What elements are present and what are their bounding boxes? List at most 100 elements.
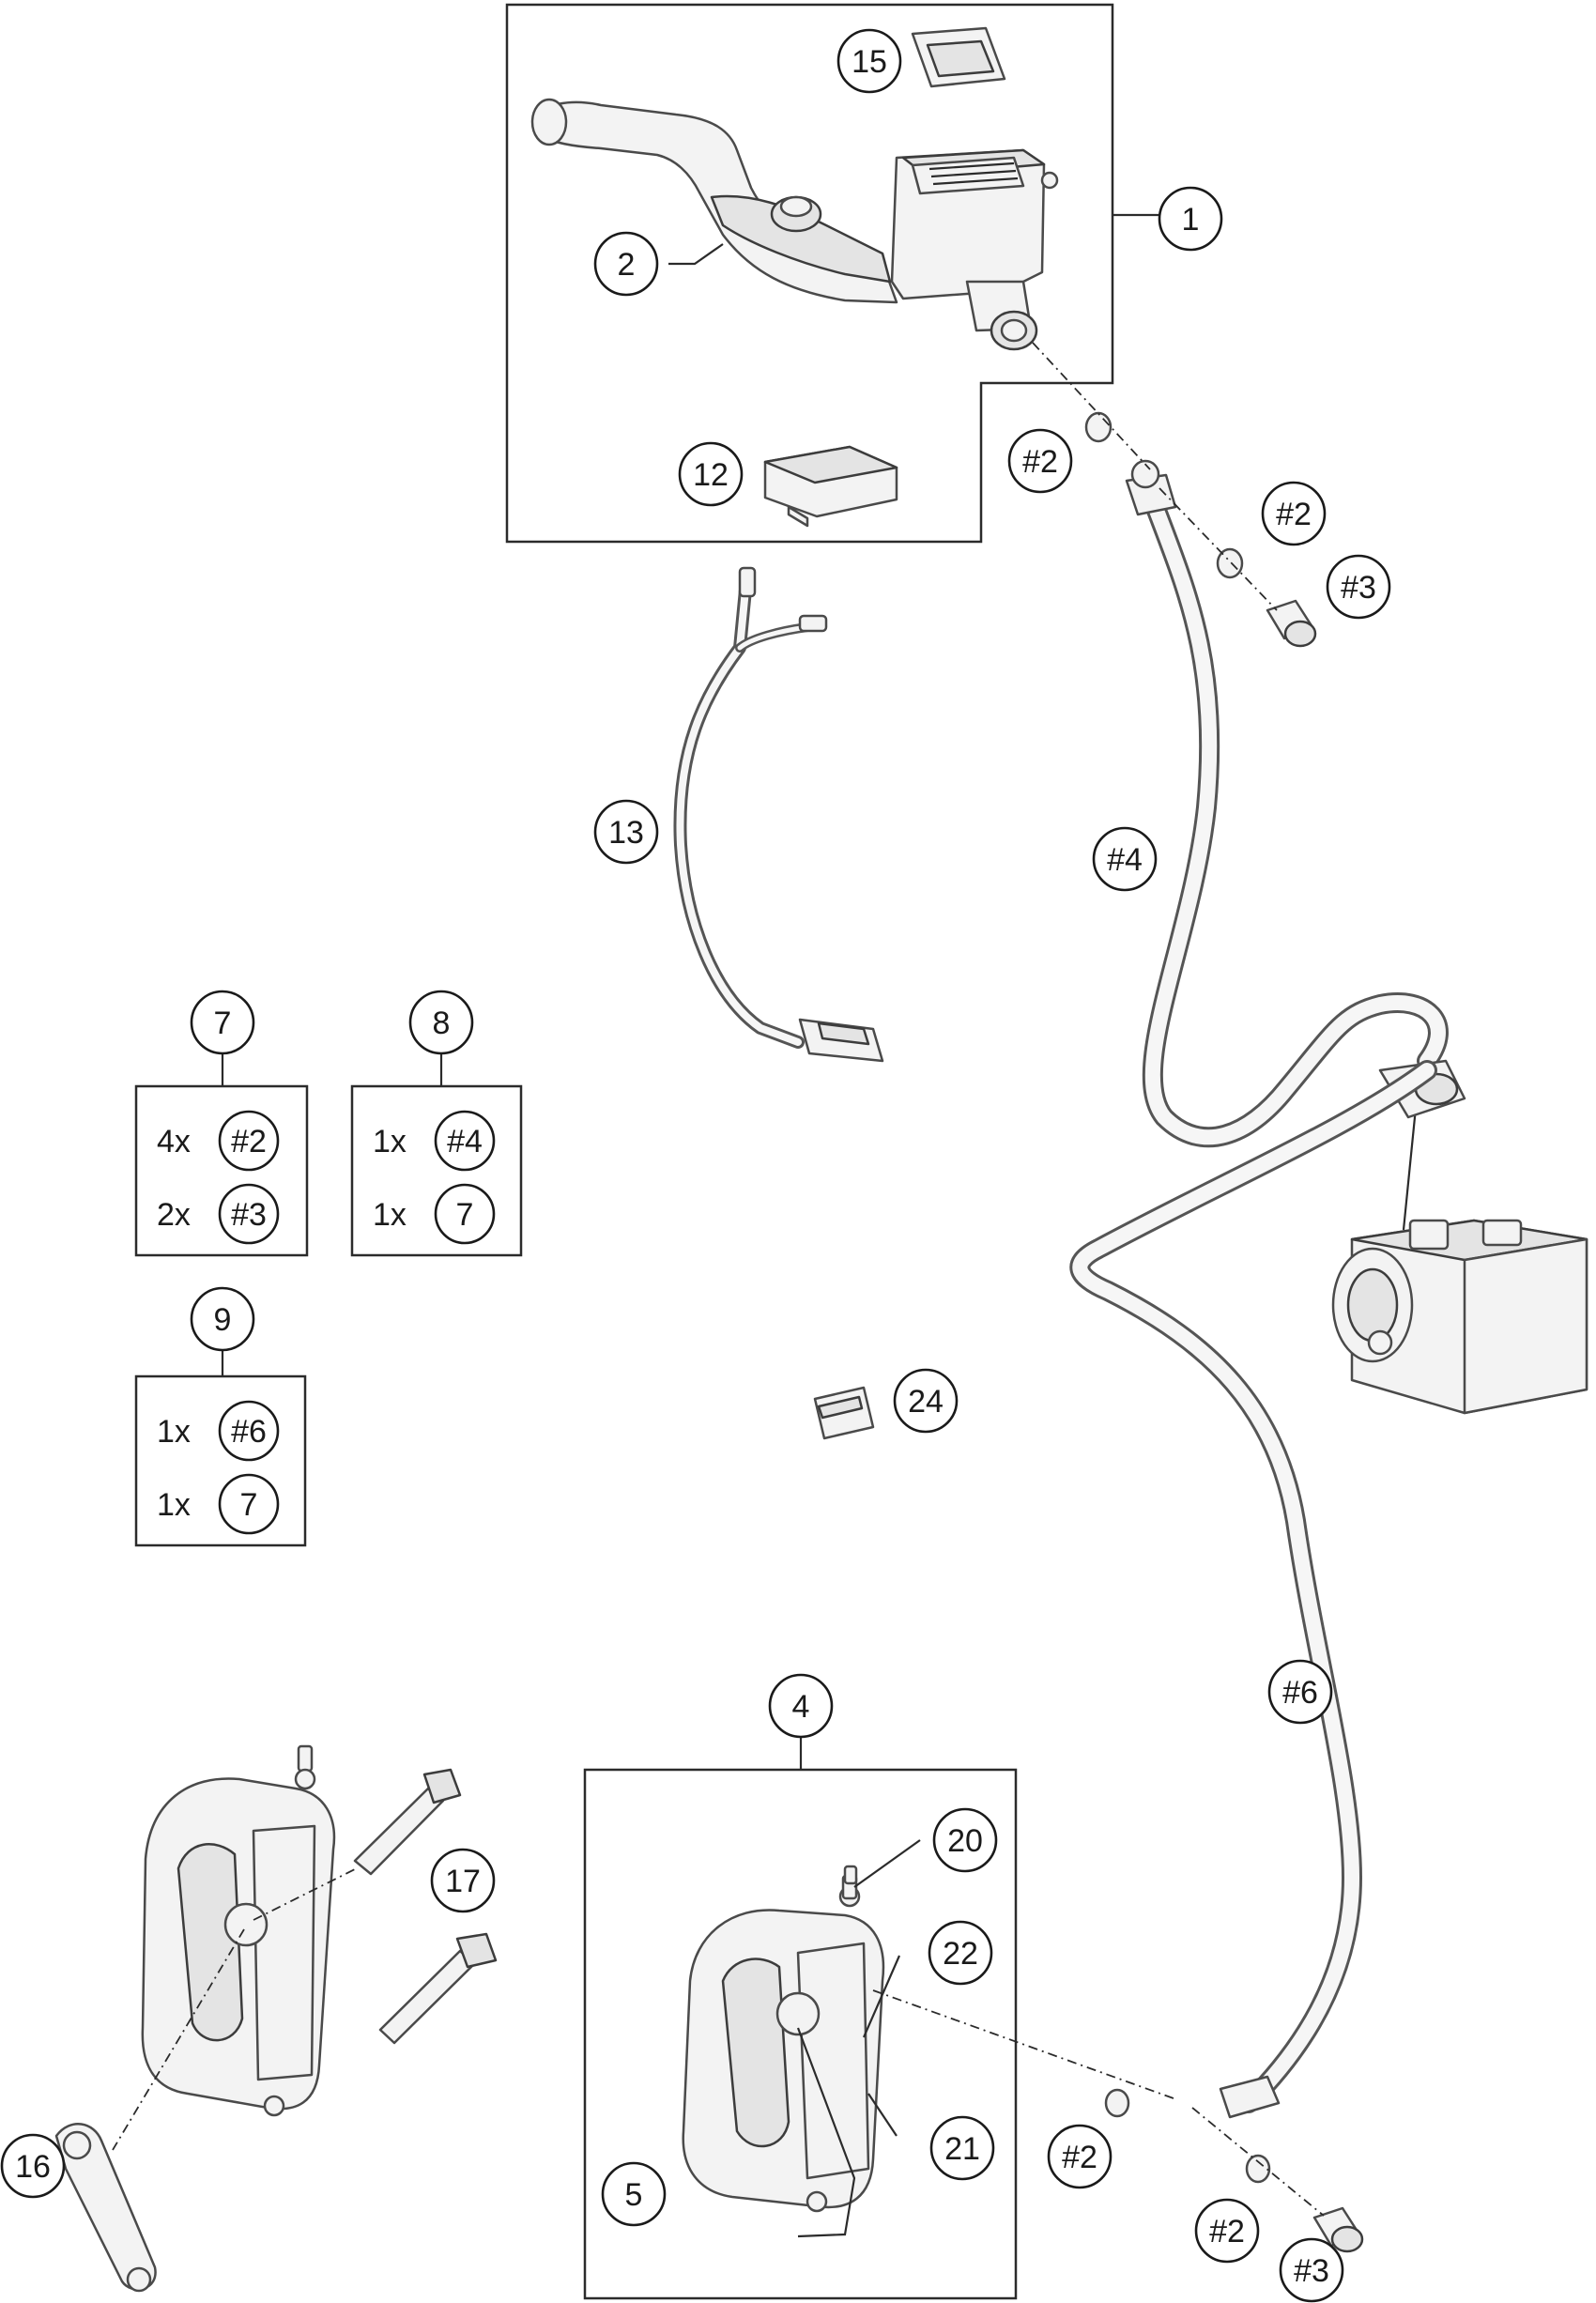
master-cylinder-part (890, 148, 1059, 351)
callout-c15: 15 (836, 28, 902, 94)
brake-caliper-part (682, 1874, 885, 2213)
callout-label: 20 (947, 1823, 983, 1859)
callout-circle (218, 1110, 280, 1172)
callout-k9-ref-0: #6 (218, 1400, 280, 1462)
callout-circle (893, 1368, 959, 1434)
brake-hose-rear-part (1069, 1060, 1437, 2119)
callout-c12: 12 (678, 441, 744, 507)
banjo-screw-part (1266, 599, 1364, 2253)
kit-quantity: 1x (157, 1487, 191, 1523)
kit-quantity: 4x (157, 1124, 191, 1159)
callout-circle (1261, 481, 1327, 546)
caliper-group-frame (583, 1768, 1018, 2300)
callout-h3a: #3 (1326, 554, 1391, 620)
kit-box-8 (350, 1084, 523, 1257)
callout-label: 7 (214, 1006, 232, 1041)
callout-c5: 5 (601, 2161, 667, 2227)
callout-circle (190, 1286, 255, 1352)
callout-label: 12 (693, 457, 729, 493)
kit-quantity: 1x (373, 1124, 407, 1159)
callout-circle (218, 1183, 280, 1245)
callout-label: 9 (214, 1302, 232, 1338)
callout-circle (1326, 554, 1391, 620)
kit-quantity: 1x (157, 1414, 191, 1450)
callout-c22: 22 (928, 1920, 993, 1986)
callout-k9-ref-1: 7 (218, 1473, 280, 1535)
kit-quantity: 1x (373, 1197, 407, 1233)
callout-circle (1279, 2237, 1344, 2303)
callout-c20: 20 (932, 1807, 998, 1873)
callout-circle (768, 1673, 834, 1739)
callout-label: 2 (618, 247, 636, 283)
callout-circle (1158, 186, 1223, 252)
bolt-part (353, 1768, 462, 1876)
bracket-part (54, 2123, 157, 2293)
callout-k7-ref-0: #2 (218, 1110, 280, 1172)
control-unit-part (763, 445, 898, 528)
callout-circle (1267, 1659, 1333, 1725)
callout-h2d: #2 (1194, 2198, 1260, 2264)
callout-label: 1 (1182, 202, 1200, 238)
callout-k8-ref-1: 7 (434, 1183, 496, 1245)
bolt-part (378, 1932, 498, 2045)
callout-label: 4 (792, 1689, 810, 1725)
callout-circle (932, 1807, 998, 1873)
callout-c2: 2 (593, 231, 659, 297)
callout-circle (190, 990, 255, 1055)
callout-circle (408, 990, 474, 1055)
callout-c8: 8 (408, 990, 474, 1055)
callout-label: 5 (625, 2177, 643, 2213)
callout-circle (430, 1848, 496, 1913)
callout-circle (1007, 428, 1073, 494)
callout-k8-ref-0: #4 (434, 1110, 496, 1172)
callout-label: #2 (1062, 2140, 1097, 2175)
callout-h4: #4 (1092, 826, 1158, 892)
callout-label: #2 (1022, 444, 1058, 480)
callout-circle (434, 1183, 496, 1245)
callout-label: #3 (1341, 570, 1376, 606)
callout-circle (929, 2115, 995, 2181)
kit-box-9 (134, 1374, 307, 1547)
callout-circle (593, 799, 659, 865)
callout-label: #4 (447, 1124, 483, 1159)
callout-label: 21 (944, 2131, 980, 2167)
callout-c16: 16 (0, 2133, 66, 2199)
callout-label: #6 (1282, 1675, 1318, 1711)
callout-circle (1047, 2124, 1113, 2189)
loose-caliper-part (141, 1744, 336, 2117)
kit-box-7 (134, 1084, 309, 1257)
callout-c13: 13 (593, 799, 659, 865)
callout-label: #2 (231, 1124, 267, 1159)
abs-unit-part (1331, 1059, 1588, 1415)
callout-c17: 17 (430, 1848, 496, 1913)
sensor-cable-part (673, 566, 884, 1063)
callout-k7-ref-1: #3 (218, 1183, 280, 1245)
callout-label: 13 (608, 815, 644, 851)
callout-label: #3 (1294, 2253, 1329, 2289)
bleed-screw-part (843, 1865, 858, 1885)
master-cylinder-group-frame (505, 3, 1114, 544)
callout-h2b: #2 (1261, 481, 1327, 546)
callout-c24: 24 (893, 1368, 959, 1434)
callout-circle (434, 1110, 496, 1172)
callout-circle (1092, 826, 1158, 892)
callout-circle (593, 231, 659, 297)
pad-clip-part (813, 1386, 875, 1440)
assembly-lines (112, 342, 1325, 2217)
callout-h6: #6 (1267, 1659, 1333, 1725)
callout-circle (218, 1473, 280, 1535)
callout-c1: 1 (1158, 186, 1223, 252)
callout-label: 8 (433, 1006, 451, 1041)
callout-circle (928, 1920, 993, 1986)
callout-h3b: #3 (1279, 2237, 1344, 2303)
callout-label: #6 (231, 1414, 267, 1450)
kit-quantity: 2x (157, 1197, 191, 1233)
callout-circle (678, 441, 744, 507)
callout-circle (1194, 2198, 1260, 2264)
callout-label: #2 (1209, 2214, 1245, 2249)
callout-circle (836, 28, 902, 94)
callout-circle (0, 2133, 66, 2199)
callout-circle (218, 1400, 280, 1462)
callout-circle (601, 2161, 667, 2227)
